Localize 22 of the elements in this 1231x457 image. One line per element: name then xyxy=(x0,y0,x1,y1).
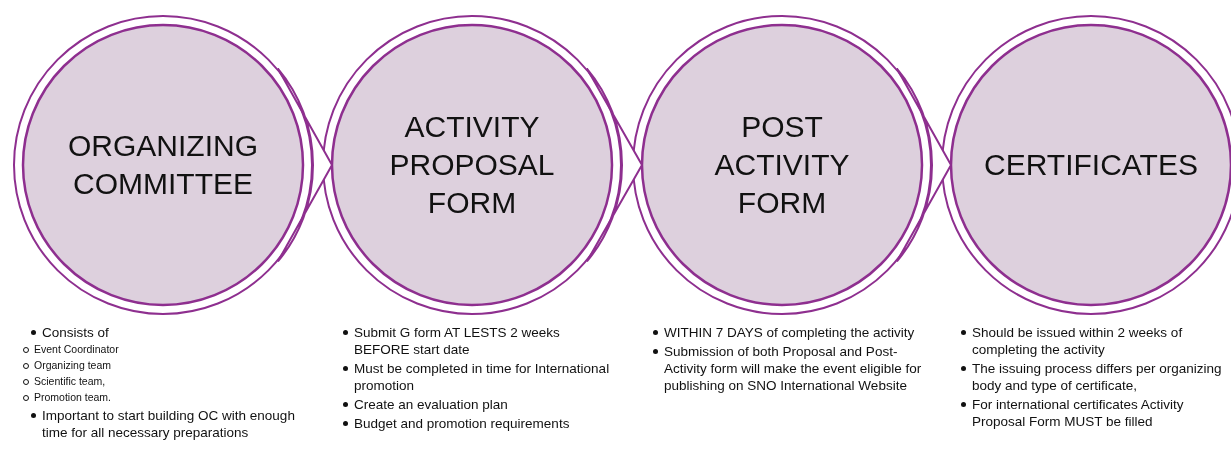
step-title: CERTIFICATES xyxy=(983,147,1199,183)
bullet-item: Submit G form AT LESTS 2 weeks BEFORE start date xyxy=(342,324,617,358)
sub-bullet-item: Scientific team, xyxy=(21,373,305,389)
step-title: POST ACTIVITY FORM xyxy=(713,109,851,221)
bullet-item: Submission of both Proposal and Post-Activity form will make the event eligible for publishing on SNO International Website xyxy=(652,343,927,394)
bullet-item: Must be completed in time for International promotion xyxy=(342,360,617,394)
step-title: ACTIVITY PROPOSAL FORM xyxy=(388,109,556,221)
bullet-item: Important to start building OC with enough time for all necessary preparations xyxy=(30,407,305,441)
chevron-arrow xyxy=(585,67,643,263)
bullet-item: WITHIN 7 DAYS of completing the activity xyxy=(652,324,927,341)
sub-bullet-item: Promotion team. xyxy=(21,389,305,405)
sub-bullet-item: Organizing team xyxy=(21,357,305,373)
chevron-arrow xyxy=(276,67,333,263)
bullet-item: The issuing process differs per organizing body and type of certificate, xyxy=(960,360,1231,394)
bullet-item: Should be issued within 2 weeks of completing the activity xyxy=(960,324,1231,358)
bullet-item: Budget and promotion requirements xyxy=(342,415,617,432)
bullet-item: For international certificates Activity Proposal Form MUST be filled xyxy=(960,396,1231,430)
chevron-arrow xyxy=(895,67,952,263)
bullet-item: Create an evaluation plan xyxy=(342,396,617,413)
sub-bullet-item: Event Coordinator xyxy=(21,341,305,357)
bullet-item: Consists of xyxy=(30,324,305,341)
step-title: ORGANIZING COMMITTEE xyxy=(67,128,259,202)
